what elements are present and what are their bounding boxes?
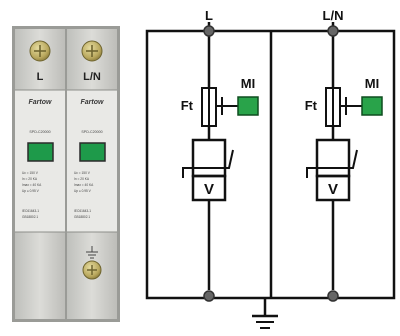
standard-line: GB18802.1 (22, 215, 38, 219)
brand-logo: Fartow (81, 99, 105, 106)
standard-line: IEC61643-1 (22, 209, 39, 213)
cross-screw-icon (29, 40, 51, 62)
spec-line: Imax = 40 KA (22, 183, 42, 187)
standard-line: GB18802.1 (74, 215, 90, 219)
standard-line: IEC61643-1 (74, 209, 91, 213)
terminal-node (327, 25, 339, 37)
indicator-label: MI (241, 76, 255, 91)
module-ln: L/N Fartow SPD-C20000 Uc = 150 V In = 20… (67, 29, 117, 319)
line-label-right: L/N (323, 8, 344, 23)
spec-line: Up ≤ 0.95 V (74, 189, 92, 193)
terminal-node (327, 290, 339, 302)
ground-screw-icon (82, 246, 102, 280)
status-indicator (237, 96, 259, 116)
model-label: SPD-C20000 (29, 130, 50, 134)
terminal-node (203, 25, 215, 37)
line-label-left: L (205, 8, 213, 23)
status-window (79, 142, 106, 162)
varistor: V (306, 138, 358, 290)
branch-right: Ft MI V (305, 22, 383, 302)
brand-logo: Fartow (29, 99, 53, 106)
status-indicator (361, 96, 383, 116)
cross-screw-icon (81, 40, 103, 62)
terminal-label: L/N (83, 71, 101, 83)
spd-device: L Fartow SPD-C20000 Uc = 150 V In = 20 K… (12, 26, 120, 322)
module-l: L Fartow SPD-C20000 Uc = 150 V In = 20 K… (15, 29, 65, 319)
schematic: L L/N Ft MI V (145, 8, 396, 329)
varistor-label: V (204, 181, 214, 198)
varistor: V (182, 138, 234, 290)
spec-line: Up ≤ 0.95 V (22, 189, 40, 193)
terminal-node (203, 290, 215, 302)
spec-line: Uc = 150 V (22, 171, 39, 175)
status-window (27, 142, 54, 162)
spec-line: Uc = 150 V (74, 171, 91, 175)
fuse-label: Ft (181, 98, 194, 113)
indicator-label: MI (365, 76, 379, 91)
spec-line: In = 20 KA (22, 177, 38, 181)
branch-left: Ft MI V (181, 22, 259, 302)
terminal-label: L (37, 71, 44, 83)
ground-symbol-icon (252, 298, 278, 329)
model-label: SPD-C20000 (81, 130, 102, 134)
varistor-label: V (328, 181, 338, 198)
spec-line: Imax = 40 KA (74, 183, 94, 187)
spec-line: In = 20 KA (74, 177, 90, 181)
fuse-label: Ft (305, 98, 318, 113)
